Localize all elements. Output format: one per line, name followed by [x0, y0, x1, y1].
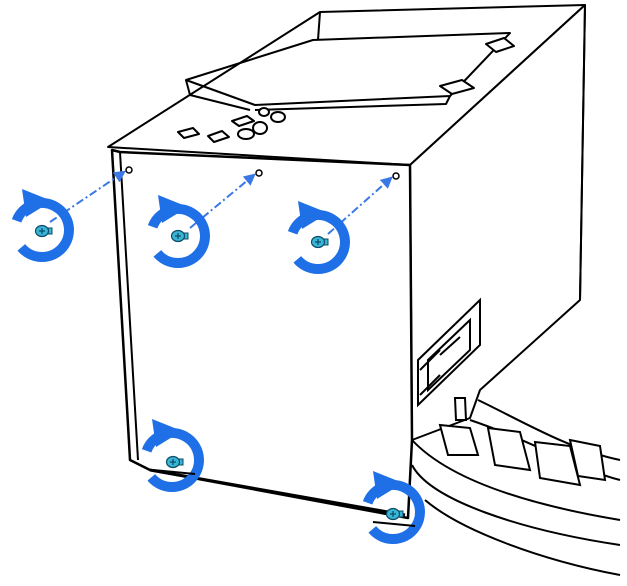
control-button-6 — [271, 112, 285, 122]
tube-connector-1 — [440, 425, 478, 455]
tube-bundle-bottom — [425, 500, 620, 575]
panel-hole-top-middle — [256, 170, 262, 176]
panel-hole-top-right — [393, 173, 399, 179]
side-panel — [112, 150, 412, 518]
ink-tubes — [412, 398, 620, 575]
tube-connector-2 — [488, 428, 530, 470]
rotation-arrowhead-icon — [22, 189, 52, 217]
control-button-7 — [259, 108, 269, 116]
panel-edge-mark — [373, 522, 415, 526]
control-button-4 — [238, 129, 254, 139]
power-button — [253, 122, 267, 134]
screw-step-1 — [17, 189, 69, 257]
screw-icon — [36, 226, 53, 237]
side-panel-outline — [112, 150, 412, 518]
panel-hole-top-left — [126, 167, 132, 173]
